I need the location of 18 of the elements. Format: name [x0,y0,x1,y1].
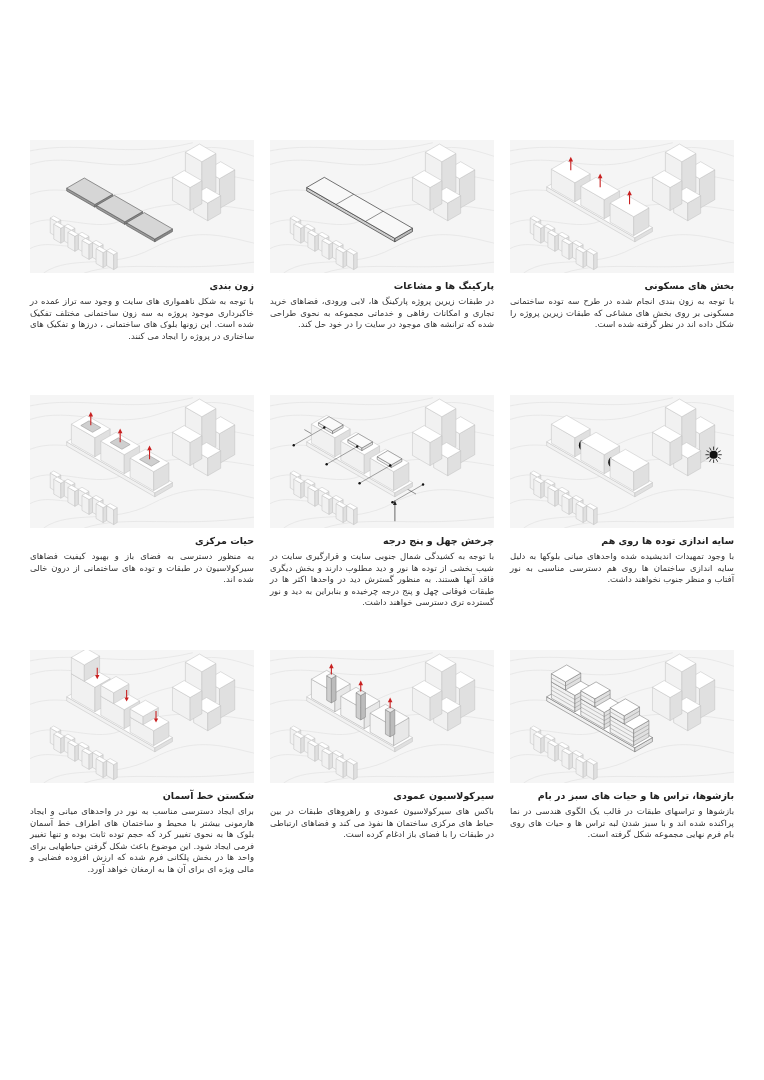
description-text: به منظور دسترسی به فضای باز و بهبود کیفیت فضاهای سیرکولاسیون در طبقات و توده های ساختمانی از درون خالی شده اند. [30,551,254,586]
description-text: باکس های سیرکولاسیون عمودی و راهروهای طبقات در بین حیاط های مرکزی ساختمان ها نفوذ می کند و فضاهای ارتباطی در طبقات را با فضای باز ادغام کرده است. [270,806,494,841]
description-text: با توجه به شکل ناهمواری های سایت و وجود سه تراز عمده در خاکبرداری موجود پروژه به سه زون ساختمانی مختلف تفکیک شده است. این زونها بلوک های ساختمانی ، درزها و تفکیک های ساختاری در پروژه را ایجاد می کنند. [30,296,254,342]
panel-title: بازشوها، تراس ها و حیات های سبز در بام [536,790,734,802]
description-text: برای ایجاد دسترسی مناسب به نور در واحدهای میانی و ایجاد هارمونی بیشتر با محیط و ساختمان های اطراف خط آسمان بلوک ها به نحوی تغییر کرد که حجم توده ثابت بوده و تنها تغییر فرمی ایجاد شود. این موضوع باعث شکل گرفتن حیاطهایی برای واحد ها در بخش پلکانی فرم شده که ارزش افزوده فضایی و مالی ویژه ای برای آن ها به ارمغان خواهد آورد. [30,806,254,875]
description-text: با وجود تمهیدات اندیشیده شده واحدهای میانی بلوکها به دلیل سایه اندازی ساختمان ها روی هم دسترسی مناسبی به نور آفتاب و منظر جنوب نخواهند داشت. [510,551,734,586]
panel-title: شکستن خط آسمان [161,790,254,802]
description-text: با توجه به کشیدگی شمال جنوبی سایت و قرارگیری سایت در شیب بخشی از توده ها نور و دید مطلوب دارند و بخش دیگری فاقد آنها هستند. به منظور گسترش دید در واحدها اکثر ها در طبقات فوقانی چهل و پنج درجه چرخیده و بنابراین به دید و نور گسترده تری دسترسی خواهند داشت. [270,551,494,609]
panel-title: سایه اندازی توده ها روی هم [600,535,734,547]
panel-title: پارکینگ ها و مشاعات [392,280,494,292]
panel-title: حیات مرکزی [193,535,254,547]
description-text: در طبقات زیرین پروژه پارکینگ ها، لابی ورودی، فضاهای خرید تجاری و امکانات رفاهی و خدماتی مجموعه به نحوی طراحی شده که ترانشه های موجود در سایت را در خود حل کند. [270,296,494,331]
panel-title: سیرکولاسیون عمودی [392,790,494,802]
description-text: بازشوها و تراسهای طبقات در قالب یک الگوی هندسی در نما پراکنده شده اند و با سبز شدن لبه تراس ها و حیات های روی بام فرم نهایی مجموعه شکل گرفته است. [510,806,734,841]
panel-title: چرخش چهل و پنج درجه [382,535,494,547]
description-text: با توجه به زون بندی انجام شده در طرح سه توده ساختمانی مسکونی بر روی بخش های مشاعی که طبقات زیرین پروژه را شکل داده اند در نظر گرفته شده است. [510,296,734,331]
panel-title: بخش های مسکونی [643,280,734,292]
panel-title: زون بندی [208,280,254,292]
